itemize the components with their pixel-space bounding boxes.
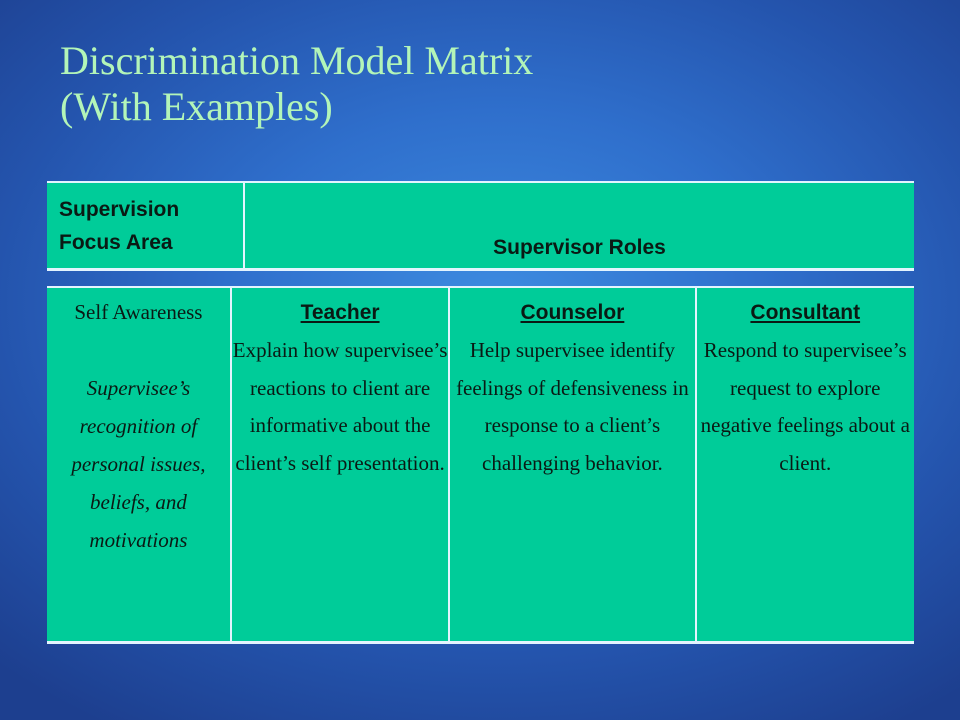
matrix-table: Self Awareness Supervisee’s recognition … — [47, 286, 914, 644]
header-supervisor-roles: Supervisor Roles — [493, 236, 666, 259]
counselor-cell: Counselor Help supervisee identify feeli… — [448, 287, 696, 643]
counselor-description: Help supervisee identify feelings of def… — [456, 337, 689, 476]
header-row: Supervision Focus Area Supervisor Roles — [47, 182, 914, 270]
header-table: Supervision Focus Area Supervisor Roles — [47, 181, 914, 271]
header-focus-area: Supervision Focus Area — [47, 182, 245, 270]
focus-area-cell: Self Awareness Supervisee’s recognition … — [47, 287, 231, 643]
focus-area-title: Self Awareness — [74, 300, 203, 324]
slide-title-line-2: (With Examples) — [60, 84, 333, 129]
focus-area-description: Supervisee’s recognition of personal iss… — [71, 375, 206, 552]
teacher-cell: Teacher Explain how supervisee’s reactio… — [229, 287, 450, 643]
consultant-cell: Consultant Respond to supervisee’s reque… — [694, 287, 914, 643]
role-consultant: Consultant — [750, 301, 861, 324]
role-counselor: Counselor — [520, 301, 625, 324]
consultant-description: Respond to supervisee’s request to explo… — [700, 337, 910, 476]
slide-title: Discrimination Model Matrix (With Exampl… — [60, 38, 533, 130]
slide-title-line-1: Discrimination Model Matrix — [60, 38, 534, 83]
teacher-description: Explain how supervisee’s reactions to cl… — [232, 337, 448, 476]
role-teacher: Teacher — [300, 301, 380, 324]
matrix-row: Self Awareness Supervisee’s recognition … — [47, 287, 914, 643]
